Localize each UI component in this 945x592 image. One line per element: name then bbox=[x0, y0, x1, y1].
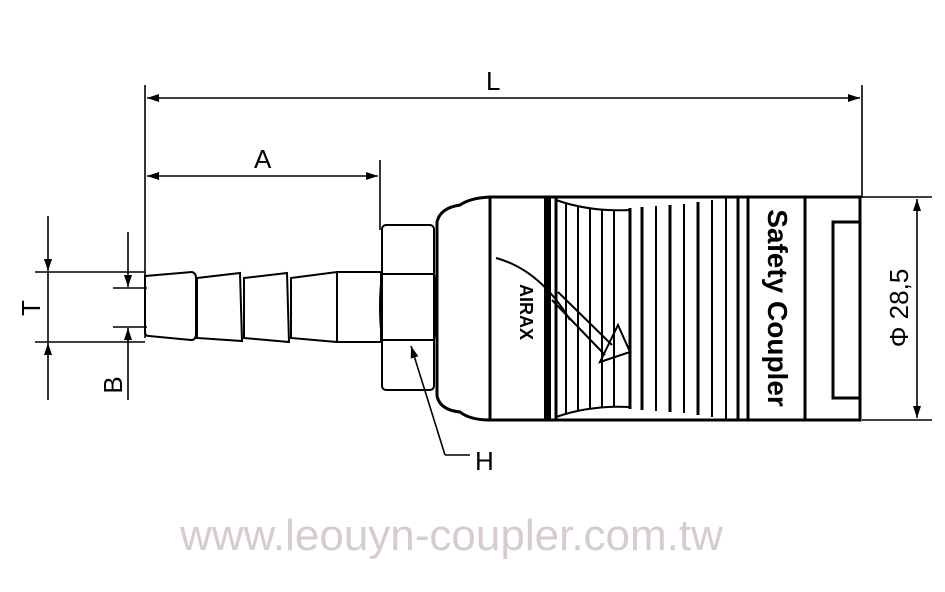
label-b: B bbox=[98, 376, 128, 393]
label-l: L bbox=[486, 66, 500, 96]
leader-h: H bbox=[410, 345, 494, 476]
airax-logo: AIRAX bbox=[495, 257, 632, 364]
dimension-l: L bbox=[144, 66, 863, 338]
dimension-t: T bbox=[16, 216, 145, 400]
label-diameter: Φ 28,5 bbox=[884, 269, 914, 348]
label-a: A bbox=[254, 144, 272, 174]
dimension-diameter: Φ 28,5 bbox=[862, 196, 932, 421]
coupler-body: AIRAX Safety Coupler bbox=[435, 195, 862, 422]
hex-nut bbox=[379, 224, 437, 391]
product-text: Safety Coupler bbox=[762, 209, 793, 407]
dimension-a: A bbox=[147, 144, 381, 230]
label-t: T bbox=[16, 300, 46, 316]
hose-barb bbox=[144, 270, 382, 344]
watermark: www.leouyn-coupler.com.tw bbox=[179, 511, 723, 560]
ribs bbox=[565, 197, 750, 420]
logo-text: AIRAX bbox=[516, 284, 536, 340]
dimension-b: B bbox=[98, 232, 147, 400]
label-h: H bbox=[475, 446, 494, 476]
